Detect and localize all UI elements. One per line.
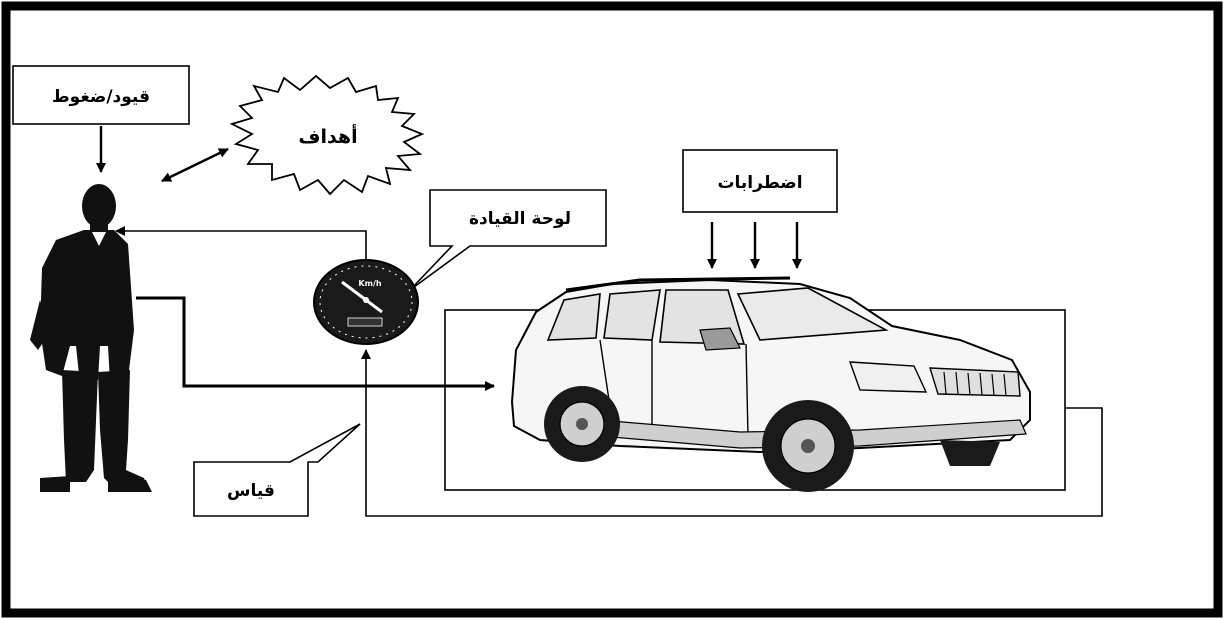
speedometer-unit: Km/h	[358, 279, 381, 288]
measurement-label: قياس	[227, 481, 275, 501]
speedometer-icon: Km/h	[314, 260, 418, 344]
disturbances-box: اضطرابات	[683, 150, 837, 212]
disturbances-label: اضطرابات	[717, 173, 802, 193]
constraints-label: قيود/ضغوط	[52, 87, 150, 107]
constraints-box: قيود/ضغوط	[13, 66, 189, 124]
dashboard-label: لوحة القيادة	[469, 209, 571, 229]
goals-label: أهداف	[298, 124, 357, 148]
